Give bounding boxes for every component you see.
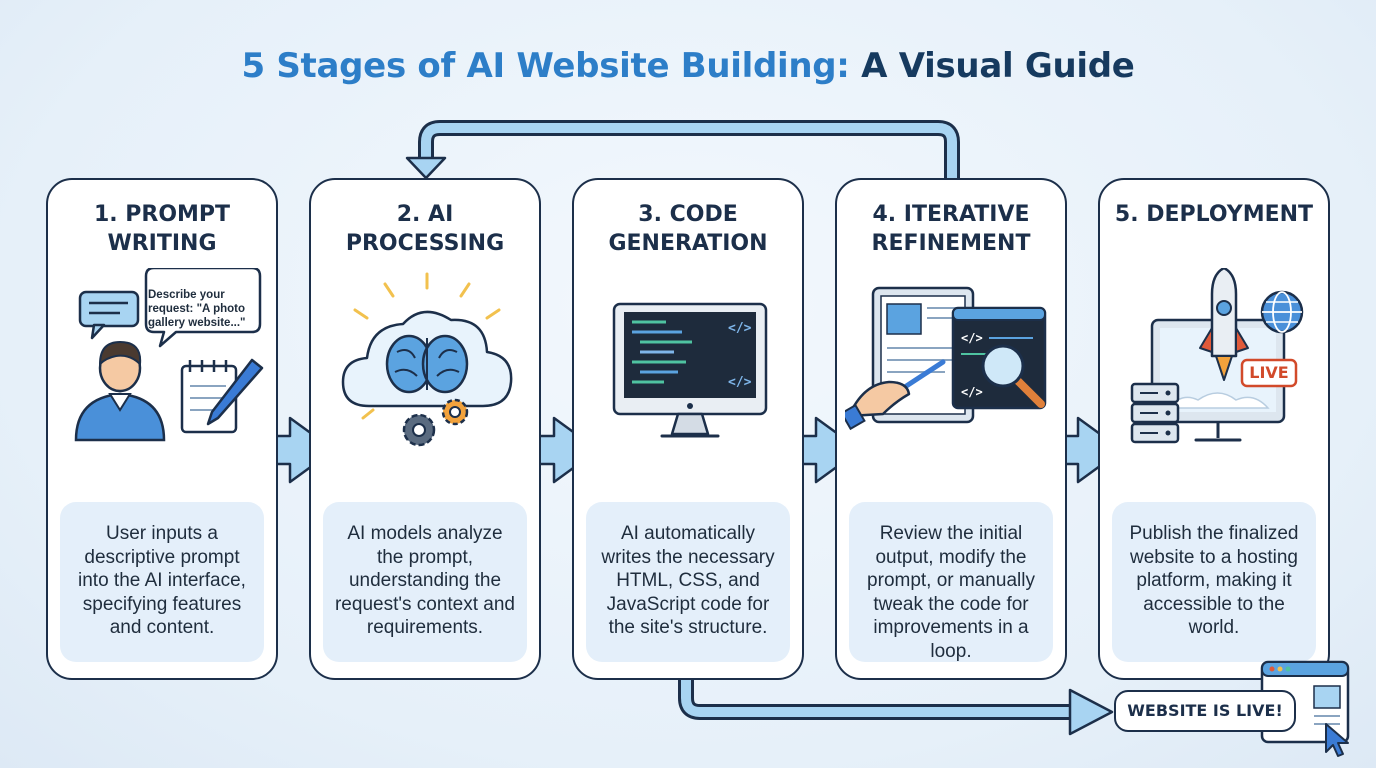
pen-icon: [206, 358, 264, 426]
rocket-icon: [1199, 268, 1249, 381]
page-title: 5 Stages of AI Website Building: A Visua…: [0, 46, 1376, 86]
stage-title: 2. AI PROCESSING: [345, 202, 505, 256]
svg-text:</>: </>: [961, 385, 983, 399]
user-icon: [74, 340, 166, 442]
loop-arrow: [418, 120, 960, 188]
stage-illustration: [74, 268, 264, 442]
svg-text:</>: </>: [961, 331, 983, 345]
website-live-badge: WEBSITE IS LIVE!: [1114, 690, 1296, 732]
speech-bubble-icon: [144, 268, 262, 348]
svg-text:</>: </>: [728, 321, 752, 336]
stage-illustration: </> </>: [612, 302, 768, 438]
hand-stylus-icon: [845, 359, 946, 431]
magnifier-icon: [981, 344, 1045, 408]
prompt-bubble-text: Describe your request: "A photo gallery …: [148, 289, 246, 329]
stage-illustration: [1130, 268, 1304, 444]
gear-icon: [441, 398, 469, 426]
stage-card-3: 3. CODE GENERATION </> </> AI automatica…: [572, 178, 804, 680]
chat-bubble-icon: [78, 290, 140, 340]
stage-title: 1. PROMPT WRITING: [93, 202, 231, 256]
cursor-icon: [1325, 723, 1349, 757]
bottom-arrow: [678, 672, 1114, 736]
stage-title: 4. ITERATIVE REFINEMENT: [871, 202, 1031, 256]
title-part-2: A Visual Guide: [861, 46, 1135, 86]
stage-title: 3. CODE GENERATION: [608, 202, 768, 256]
brain-cloud-icon: [341, 310, 513, 408]
server-icon: [1130, 382, 1180, 444]
stage-illustration: </> </>: [845, 286, 1047, 431]
live-badge-icon: [1240, 358, 1298, 388]
live-badge-text: LIVE: [1249, 363, 1289, 382]
svg-text:</>: </>: [728, 375, 752, 390]
stage-card-4: 4. ITERATIVE REFINEMENT </> </>: [835, 178, 1067, 680]
gear-icon: [402, 413, 436, 447]
stage-description: Publish the finalized website to a hosti…: [1112, 502, 1316, 662]
stage-title: 5. DEPLOYMENT: [1114, 202, 1314, 227]
stage-description: User inputs a descriptive prompt into th…: [60, 502, 264, 662]
globe-icon: [1260, 290, 1304, 334]
stage-card-1: 1. PROMPT WRITING: [46, 178, 278, 680]
stage-card-2: 2. AI PROCESSING AI models analyz: [309, 178, 541, 680]
stage-card-5: 5. DEPLOYMENT: [1098, 178, 1330, 680]
stage-description: AI models analyze the prompt, understand…: [323, 502, 527, 662]
stage-description: Review the initial output, modify the pr…: [849, 502, 1053, 662]
monitor-code-icon: </> </>: [612, 302, 768, 438]
stage-illustration: [341, 272, 513, 447]
title-part-1: 5 Stages of AI Website Building:: [241, 46, 850, 86]
stage-description: AI automatically writes the necessary HT…: [586, 502, 790, 662]
